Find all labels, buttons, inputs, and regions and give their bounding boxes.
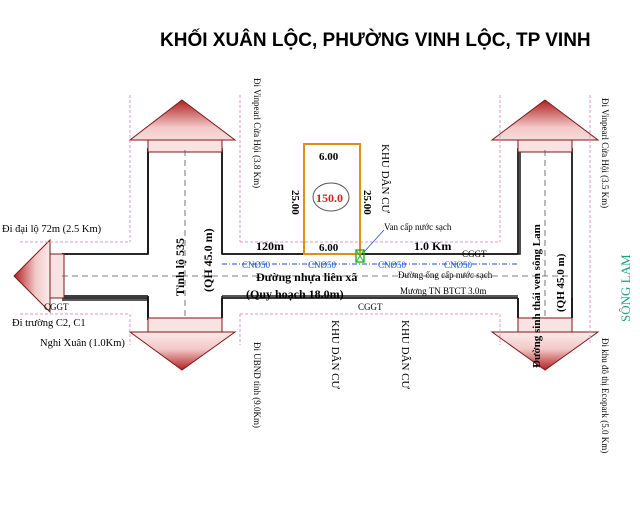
map-title: KHỐI XUÂN LỘC, PHƯỜNG VINH LỘC, TP VINH: [160, 29, 591, 51]
valve-label: Van cấp nước sạch: [384, 222, 452, 232]
lot-outline: [303, 143, 361, 255]
road-center-lines: [62, 150, 570, 318]
dist-120m: 120m: [256, 239, 284, 253]
cno50-1: CNØ50: [242, 260, 271, 270]
lot-top-width: 6.00: [319, 151, 339, 163]
lot-left-depth: 25.00: [289, 190, 301, 215]
dir-ecopark: Đi khu đô thị Ecopark (5.0 Km): [600, 338, 610, 453]
dir-vinpearl-left: Đi Vinpearl Cửa Hội (3.8 Km): [252, 78, 262, 188]
cggt-lines: [20, 95, 591, 345]
road-network: [62, 148, 573, 318]
valve-icon: [355, 249, 365, 263]
cggt-top-right: CGGT: [462, 249, 487, 259]
road-quy-hoach: (Quy hoạch 18.0m): [246, 287, 344, 301]
cno50-2: CNØ50: [308, 260, 337, 270]
right-road-to-arrow: [517, 298, 573, 318]
arrow-up-left: [128, 99, 237, 153]
arrow-down-right: [490, 317, 600, 371]
road-ong-cap-nuoc: Đường ống cấp nước sạch: [398, 270, 493, 280]
lot-right-depth: 25.00: [361, 190, 373, 215]
dir-nghi-xuan: Nghi Xuân (1.0Km): [40, 338, 125, 349]
cggt-left: CGGT: [44, 302, 69, 312]
lot-bottom-width: 6.00: [319, 242, 339, 254]
khu-dan-cu-bottom-2: KHU DÂN CƯ: [399, 320, 411, 390]
road-song-lam: Đường sinh thái ven sông Lam: [531, 224, 543, 368]
arrow-down-left: [128, 317, 237, 371]
lot-area-circle: [312, 182, 350, 212]
road-duong-nhua: Đường nhựa liên xã: [256, 270, 357, 284]
arrow-up-right: [490, 99, 600, 153]
road-muong: Mương TN BTCT 3.0m: [400, 286, 486, 296]
dir-ubnd: Đi UBND tỉnh (9.0Km): [252, 342, 262, 428]
khu-dan-cu-top: KHU DÂN CƯ: [379, 144, 391, 214]
lot-area: 150.0: [316, 191, 343, 205]
road-song-lam-qh: (QH 45.0 m): [555, 253, 567, 312]
road-tinh-lo-535: Tỉnh lộ 535: [173, 238, 187, 296]
dir-dai-lo: Đi đại lộ 72m (2.5 Km): [2, 224, 102, 235]
road-tinh-lo-535-qh: (QH 45.0 m): [201, 228, 215, 292]
cno50-3: CNØ50: [378, 260, 407, 270]
dir-truong-c2: Đi trường C2, C1: [12, 318, 86, 329]
khu-dan-cu-bottom-1: KHU DÂN CƯ: [329, 320, 341, 390]
cggt-bottom: CGGT: [358, 302, 383, 312]
left-road-to-arrow: [147, 298, 223, 318]
cno50-4: CNØ50: [444, 260, 473, 270]
dist-1km: 1.0 Km: [414, 239, 451, 253]
dir-vinpearl-right: Đi Vinpearl Cửa Hội (3.5 Km): [600, 98, 610, 208]
river-song-lam: SÔNG LAM: [618, 254, 633, 322]
